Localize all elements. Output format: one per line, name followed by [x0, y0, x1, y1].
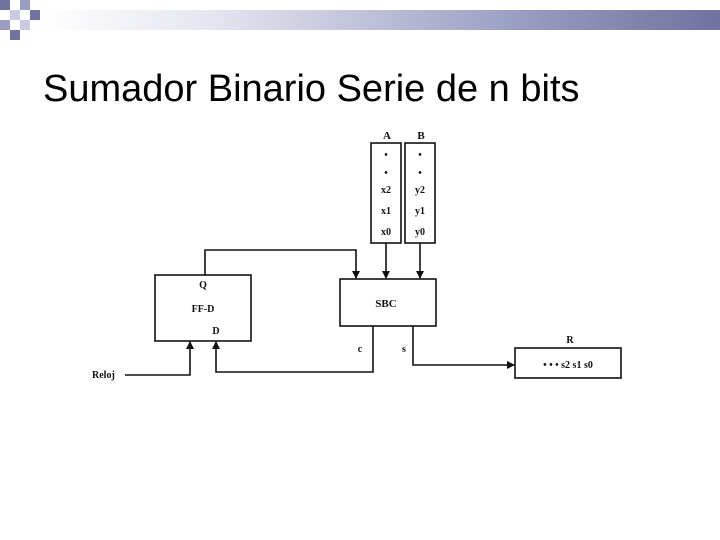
adder-label: SBC	[375, 298, 396, 310]
result-register	[514, 347, 622, 379]
carry-out-label: c	[358, 344, 363, 355]
decor-square	[10, 30, 20, 40]
result-label: R	[566, 335, 574, 346]
register-b-cell: •	[418, 150, 422, 161]
register-a-cell: •	[384, 168, 388, 179]
decor-square	[20, 20, 30, 30]
wire-sum-to-result	[412, 326, 515, 369]
result-contents: • • • s2 s1 s0	[543, 360, 593, 371]
register-a-label: A	[383, 130, 391, 142]
flipflop-block	[154, 274, 252, 342]
register-b-label: B	[417, 130, 425, 142]
register-a-cell: x1	[381, 206, 391, 217]
wire-carry-to-d	[212, 326, 374, 373]
decor-square	[10, 10, 20, 20]
clock-label: Reloj	[92, 370, 115, 381]
flipflop-input-label: D	[212, 326, 219, 337]
register-b-cell: y2	[415, 185, 425, 196]
decor-square	[20, 0, 30, 10]
register-b-cell: y0	[415, 227, 425, 238]
title-decoration	[0, 0, 720, 45]
flipflop-label: FF-D	[192, 304, 215, 315]
sum-out-label: s	[402, 344, 406, 355]
adder-block	[339, 278, 437, 327]
flipflop-output-label: Q	[199, 280, 207, 291]
wire-q-to-adder	[204, 249, 360, 279]
register-b-cell: y1	[415, 206, 425, 217]
decor-square	[30, 10, 40, 20]
decor-square	[0, 0, 10, 10]
decor-square	[0, 20, 10, 30]
slide-title: Sumador Binario Serie de n bits	[43, 68, 580, 110]
register-a-cell: x2	[381, 185, 391, 196]
register-a-cell: x0	[381, 227, 391, 238]
register-a-cell: •	[384, 150, 388, 161]
register-b-cell: •	[418, 168, 422, 179]
wire-clock	[125, 341, 194, 376]
title-band	[40, 10, 720, 30]
